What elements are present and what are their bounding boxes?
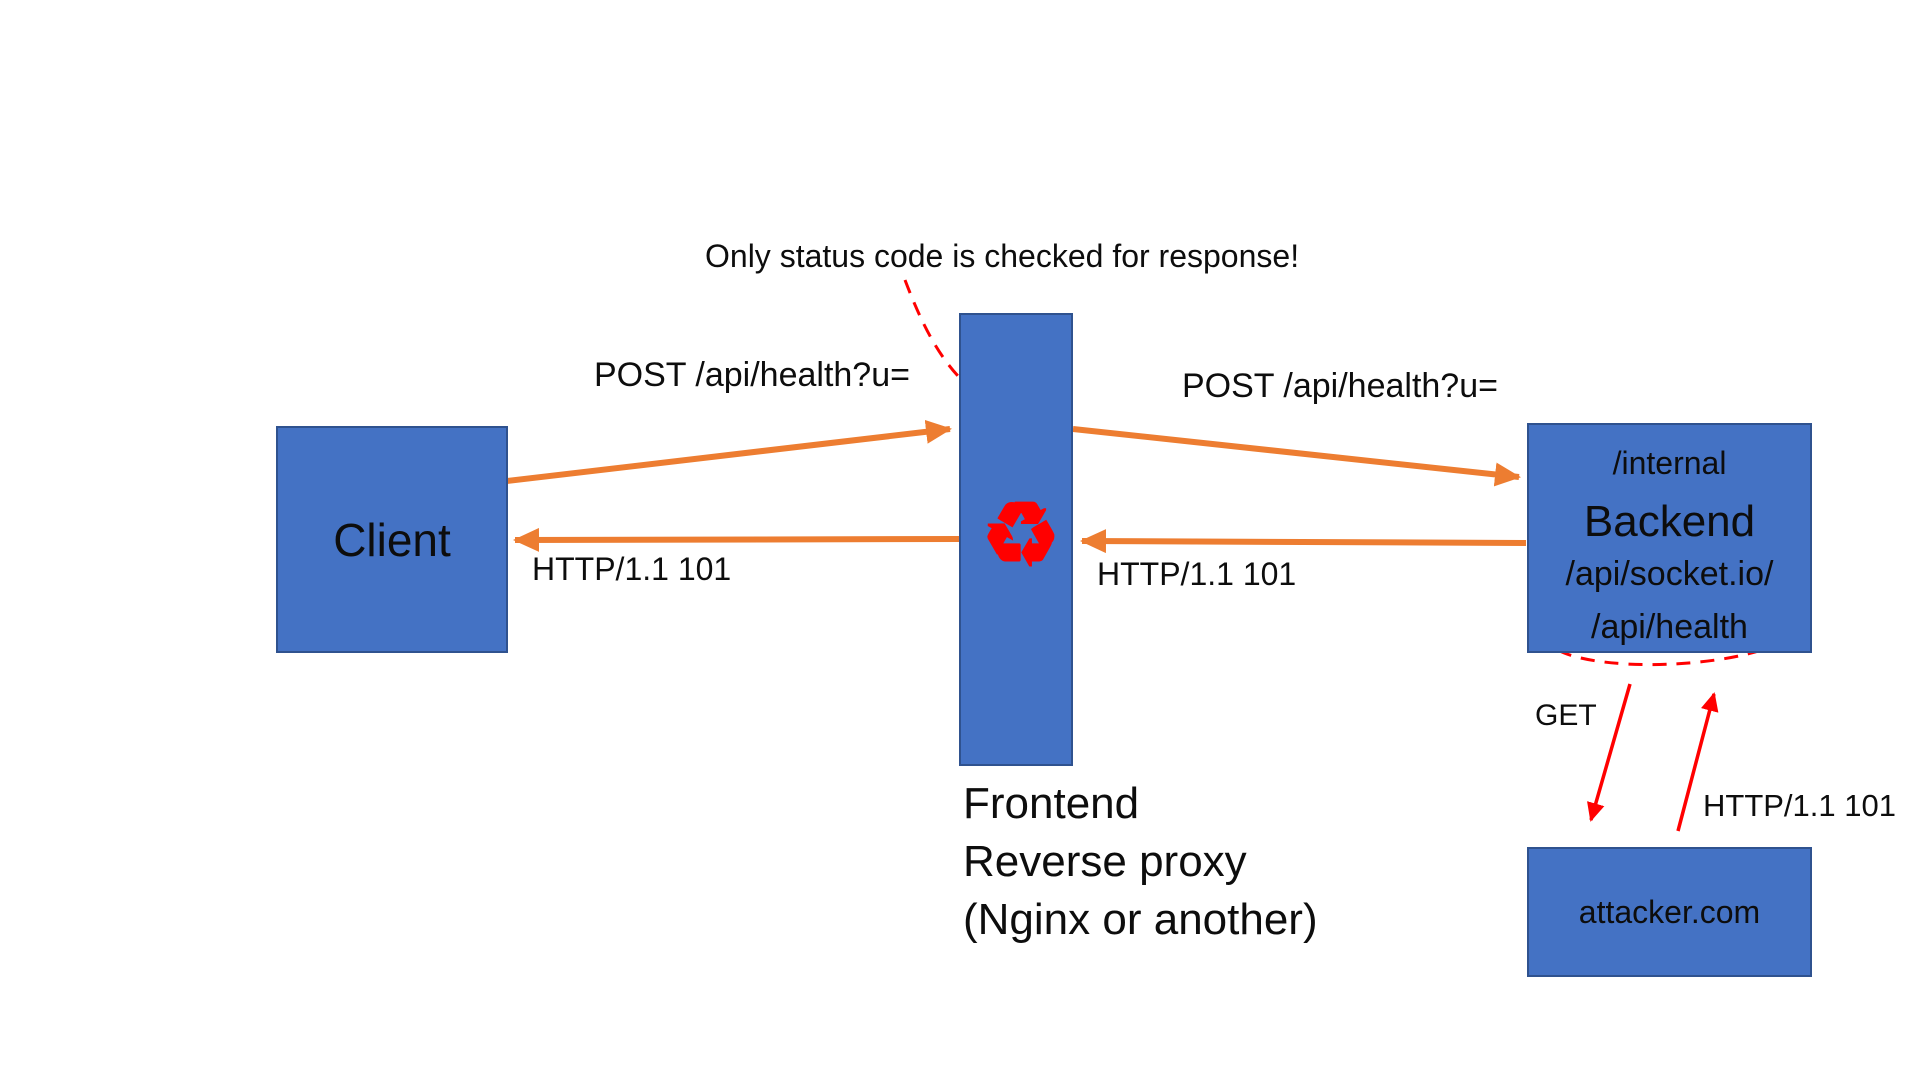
annotation-note: Only status code is checked for response… — [705, 238, 1300, 274]
recycle-icon: ♻ — [980, 483, 1062, 586]
http101-response-label-bottom-right: HTTP/1.1 101 — [1703, 788, 1896, 823]
backend-path-health: /api/health — [1591, 608, 1748, 646]
proxy-to-client-arrow — [513, 527, 960, 552]
backend-to-proxy-arrow — [1080, 529, 1527, 554]
client-label: Client — [333, 513, 451, 566]
post-request-label-right: POST /api/health?u= — [1182, 367, 1498, 405]
http101-response-label-left: HTTP/1.1 101 — [532, 551, 732, 587]
backend-title: Backend — [1583, 497, 1756, 546]
proxy-to-backend-arrow — [1072, 426, 1521, 487]
attacker-label: attacker.com — [1578, 893, 1761, 930]
proxy-caption: Frontend Reverse proxy (Nginx or another… — [963, 775, 1318, 949]
backend-path-socket: /api/socket.io/ — [1565, 555, 1774, 593]
http101-response-label-middle: HTTP/1.1 101 — [1097, 556, 1297, 592]
proxy-caption-line-3: (Nginx or another) — [963, 895, 1318, 944]
proxy-caption-line-1: Frontend — [963, 779, 1140, 828]
client-to-proxy-arrow — [506, 419, 952, 484]
backend-to-attacker-arrow — [1587, 683, 1632, 822]
post-request-label-left: POST /api/health?u= — [594, 356, 910, 394]
backend-path-internal: /internal — [1612, 445, 1727, 481]
get-request-label: GET — [1535, 699, 1597, 732]
reverse-proxy-bar — [959, 313, 1073, 766]
proxy-caption-line-2: Reverse proxy — [963, 837, 1247, 886]
backend-box: /internal Backend /api/socket.io/ /api/h… — [1527, 423, 1812, 653]
client-box: Client — [276, 426, 508, 653]
attacker-box: attacker.com — [1527, 847, 1812, 977]
